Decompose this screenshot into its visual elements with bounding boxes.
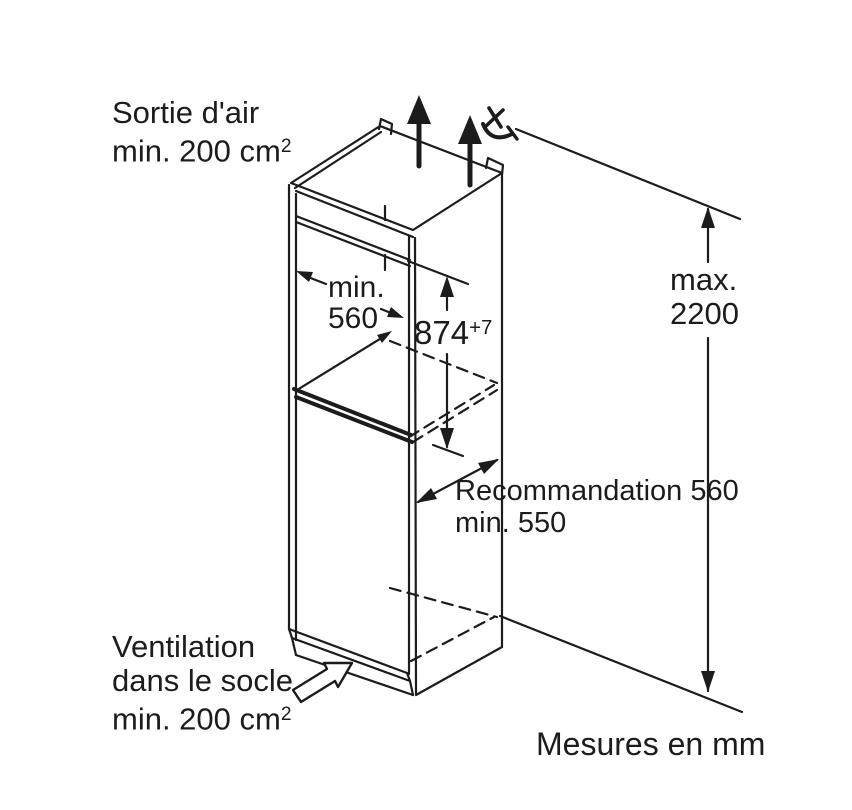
hidden-floor-side-edge [407, 383, 496, 439]
dimension-overall-height [498, 127, 744, 714]
label-niche-height-tolerance: +7 [469, 315, 493, 339]
extension-line-bottom [498, 614, 744, 714]
air-up-arrow-icon [407, 95, 431, 169]
socle-slot-top [290, 636, 412, 683]
label-niche-width-value: 560 [328, 302, 379, 335]
dimension-niche-width [296, 271, 404, 318]
hidden-bottom-side-edge [409, 615, 496, 663]
label-niche-width: min. 560 [328, 272, 385, 334]
label-air-outlet-sup: 2 [280, 136, 292, 157]
label-base-vent-line3: min. 200 cm [112, 701, 281, 737]
label-overall-height-value: 2200 [670, 296, 739, 331]
niche-floor-edges [295, 331, 499, 444]
hidden-floor-back-edge [388, 339, 499, 385]
top-back-right-notch [484, 156, 505, 177]
air-up-arrow-icon [458, 115, 482, 188]
label-depth-recommendation: Recommandation 560 [455, 475, 739, 507]
label-base-vent-line2: dans le socle [112, 663, 293, 698]
label-air-outlet-line1: Sortie d'air [112, 95, 260, 130]
label-base-ventilation: Ventilation dans le socle min. 200 cm2 [112, 630, 293, 737]
socle-slot-bottom [294, 653, 415, 697]
no-obstruction-icon [481, 106, 519, 141]
cabinet-top-face [289, 117, 505, 239]
dimension-niche-height [431, 276, 465, 458]
label-air-outlet: Sortie d'air min. 200 cm2 [112, 96, 292, 169]
door-top-edge [292, 387, 413, 437]
label-depth-min: min. 550 [455, 507, 567, 539]
extension-tick-bottom [431, 443, 465, 458]
label-niche-height-value: 874 [414, 314, 470, 351]
label-base-vent-line1: Ventilation [112, 629, 256, 664]
hidden-bottom-back-edge [388, 586, 499, 619]
top-back-left-notch [377, 117, 394, 136]
label-overall-height: max. 2200 [670, 263, 739, 331]
cabinet-right-face [414, 174, 504, 697]
label-niche-height: 874+7 [414, 314, 493, 351]
right-face-bottom-edge [414, 645, 504, 697]
label-overall-height-max: max. [670, 262, 738, 297]
ceiling-extension-line [406, 259, 470, 286]
cabinet-front-face [287, 183, 470, 696]
niche-ceiling-edge [294, 214, 412, 262]
label-niche-width-min: min. [328, 271, 385, 304]
label-units-note: Mesures en mm [536, 726, 766, 762]
front-right-outer-edge [413, 236, 418, 696]
socle-vent-arrow-icon [291, 661, 354, 704]
label-depth: Recommandation 560 min. 550 [455, 475, 739, 539]
label-air-outlet-line2: min. 200 cm [112, 133, 281, 169]
extension-line-top [514, 127, 742, 221]
door-bottom-edge [287, 627, 409, 675]
label-base-vent-sup: 2 [280, 704, 292, 725]
airflow-arrows [407, 95, 519, 188]
floor-corner-arrowhead [377, 331, 392, 343]
cabinet-socle [287, 586, 499, 697]
dimension-depth [416, 458, 499, 504]
